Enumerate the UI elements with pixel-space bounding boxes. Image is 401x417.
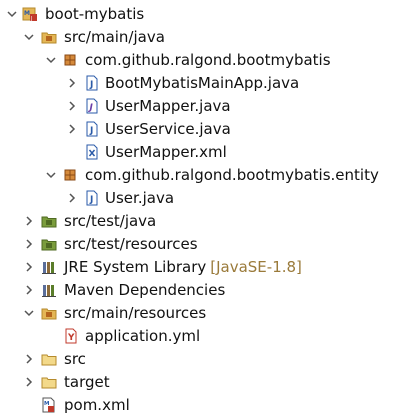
svg-text:M: M [24,10,30,17]
tree-item-label: UserService.java [105,120,231,138]
tree-item-src-test-java[interactable]: src/test/java [0,210,401,233]
tree-item-src-main-java[interactable]: src/main/java [0,26,401,49]
java-file-icon: J [84,75,100,91]
library-icon [41,282,57,298]
chevron-down-icon[interactable] [23,31,35,43]
tree-item-label: JRE System Library[JavaSE-1.8] [64,257,302,277]
tree-item-label: UserMapper.java [105,97,231,115]
source-folder-icon [41,305,57,321]
svg-text:J: J [89,195,93,205]
tree-item-label: com.github.ralgond.bootmybatis [85,51,331,69]
tree-item-jre-library[interactable]: JRE System Library[JavaSE-1.8] [0,256,401,279]
tree-item-package-entity[interactable]: com.github.ralgond.bootmybatis.entity [0,164,401,187]
package-icon [62,52,78,68]
chevron-right-icon[interactable] [23,261,35,273]
tree-item-label: UserMapper.xml [105,143,227,161]
xml-file-icon [84,144,100,160]
jre-version-decoration: [JavaSE-1.8] [210,258,302,276]
chevron-right-icon[interactable] [23,215,35,227]
tree-item-pom-xml[interactable]: M pom.xml [0,394,401,417]
chevron-right-icon[interactable] [23,353,35,365]
tree-item-label: com.github.ralgond.bootmybatis.entity [85,166,379,184]
tree-item-user-mapper-java[interactable]: J UserMapper.java [0,95,401,118]
java-file-icon: J [84,190,100,206]
java-file-icon: J [84,121,100,137]
tree-item-label: src/main/java [64,28,165,46]
tree-item-label: pom.xml [64,396,130,414]
chevron-right-icon[interactable] [23,284,35,296]
tree-item-label: src/main/resources [64,304,207,322]
tree-item-maven-dependencies[interactable]: Maven Dependencies [0,279,401,302]
chevron-down-icon[interactable] [6,8,18,20]
tree-item-src-main-resources[interactable]: src/main/resources [0,302,401,325]
svg-text:J: J [30,16,32,22]
folder-icon [41,374,57,390]
tree-item-package-bootmybatis[interactable]: com.github.ralgond.bootmybatis [0,49,401,72]
svg-text:J: J [88,103,94,113]
tree-item-user-mapper-xml[interactable]: UserMapper.xml [0,141,401,164]
tree-item-label: target [64,373,110,391]
chevron-right-icon[interactable] [23,376,35,388]
tree-item-application-yml[interactable]: Y application.yml [0,325,401,348]
source-folder-icon [41,29,57,45]
tree-item-label: src/test/java [64,212,157,230]
chevron-down-icon[interactable] [45,54,57,66]
tree-item-label: application.yml [85,327,201,345]
tree-item-label: User.java [105,189,175,207]
tree-item-user-service-java[interactable]: J UserService.java [0,118,401,141]
chevron-right-icon[interactable] [66,77,78,89]
tree-item-label: Maven Dependencies [64,281,226,299]
tree-item-user-java[interactable]: J User.java [0,187,401,210]
chevron-right-icon[interactable] [66,123,78,135]
tree-item-label: boot-mybatis [45,5,145,23]
tree-item-src-test-resources[interactable]: src/test/resources [0,233,401,256]
yaml-file-icon: Y [63,328,79,344]
svg-text:J: J [89,80,93,90]
chevron-right-icon[interactable] [23,238,35,250]
svg-text:Y: Y [67,333,75,343]
maven-pom-icon: M [41,397,57,413]
chevron-down-icon[interactable] [45,169,57,181]
chevron-right-icon[interactable] [66,100,78,112]
jre-library-name: JRE System Library [64,258,207,276]
chevron-right-icon[interactable] [66,192,78,204]
tree-item-label: BootMybatisMainApp.java [105,74,300,92]
package-icon [62,167,78,183]
tree-item-main-app-java[interactable]: J BootMybatisMainApp.java [0,72,401,95]
chevron-down-icon[interactable] [23,307,35,319]
source-folder-icon [41,236,57,252]
tree-item-label: src [64,350,86,368]
folder-icon [41,351,57,367]
source-folder-icon [41,213,57,229]
library-icon [41,259,57,275]
svg-text:M: M [44,401,49,407]
tree-item-boot-mybatis[interactable]: M J boot-mybatis [0,3,401,26]
maven-project-icon: M J [22,6,38,22]
tree-item-label: src/test/resources [64,235,198,253]
tree-item-target[interactable]: target [0,371,401,394]
tree-item-src[interactable]: src [0,348,401,371]
java-interface-icon: J [84,98,100,114]
svg-text:J: J [89,126,93,136]
